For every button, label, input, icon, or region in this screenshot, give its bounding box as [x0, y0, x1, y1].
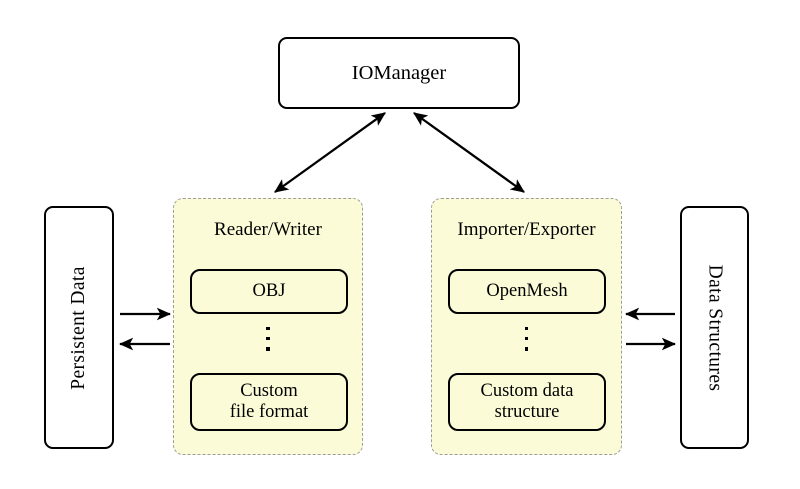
item-custom-file-format-line2: file format [229, 402, 309, 422]
ellipsis-dot [524, 347, 529, 351]
ellipsis-dot [266, 327, 270, 331]
item-custom-data-structure-label: Custom data structure [480, 381, 573, 424]
item-openmesh-label: OpenMesh [486, 280, 568, 301]
group-importer-exporter[interactable]: Importer/Exporter OpenMesh Custom data s… [431, 198, 622, 455]
group-reader-writer[interactable]: Reader/Writer OBJ Custom file format [173, 198, 363, 455]
ellipsis-dot [524, 337, 529, 341]
ellipsis-dot [266, 337, 270, 341]
item-obj-label: OBJ [252, 280, 286, 301]
group-importer-exporter-title: Importer/Exporter [457, 219, 596, 240]
io-manager-label: IOManager [351, 61, 447, 84]
item-obj[interactable]: OBJ [190, 269, 348, 314]
item-custom-data-structure-line1: Custom data [480, 380, 574, 401]
reader-writer-ellipsis [174, 327, 362, 351]
node-persistent-data[interactable]: Persistent Data [44, 206, 114, 449]
item-custom-data-structure-line2: structure [494, 402, 560, 422]
item-custom-file-format-label: Custom file format [230, 381, 309, 424]
arrow-manager-importer-exporter [413, 112, 525, 193]
group-reader-writer-title: Reader/Writer [214, 219, 322, 240]
ellipsis-dot [524, 327, 529, 331]
data-structures-label: Data Structures [704, 264, 726, 391]
item-custom-data-structure[interactable]: Custom data structure [448, 373, 606, 431]
importer-exporter-ellipsis [432, 327, 621, 351]
arrow-manager-reader-writer [274, 112, 386, 193]
persistent-data-label: Persistent Data [68, 265, 90, 390]
node-data-structures[interactable]: Data Structures [680, 206, 749, 449]
ellipsis-dot [266, 347, 270, 351]
node-io-manager[interactable]: IOManager [278, 37, 520, 109]
item-custom-file-format-line1: Custom [240, 380, 298, 401]
item-openmesh[interactable]: OpenMesh [448, 269, 606, 314]
item-custom-file-format[interactable]: Custom file format [190, 373, 348, 431]
